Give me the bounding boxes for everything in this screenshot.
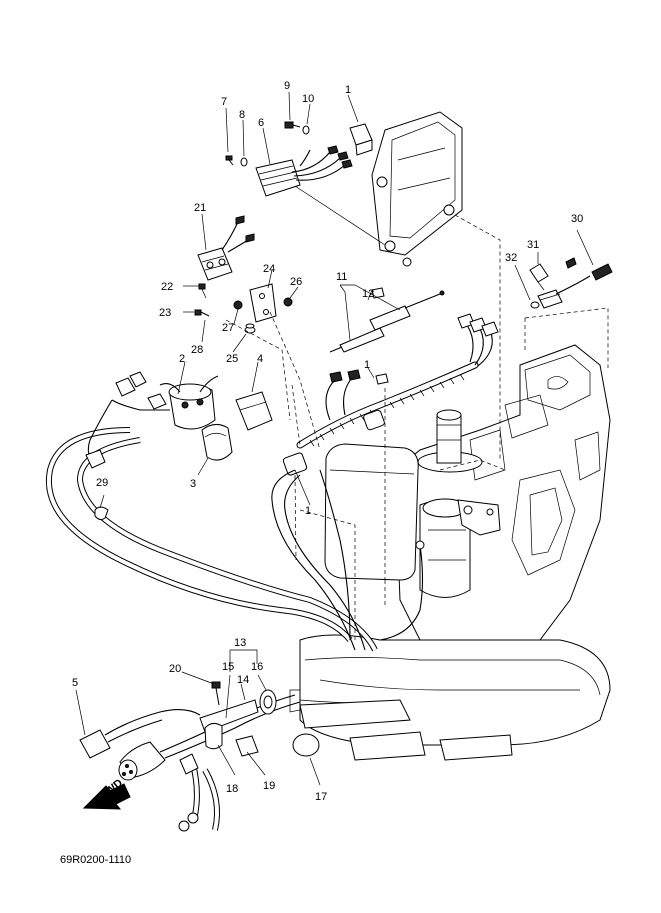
- part-label-5: 5: [72, 677, 78, 689]
- part-label-9: 9: [284, 80, 290, 92]
- part-label-22: 22: [161, 281, 173, 293]
- part-label-17: 17: [315, 791, 327, 803]
- part-label-1: 1: [345, 84, 351, 96]
- part-label-32: 32: [505, 252, 517, 264]
- engine-block: [394, 344, 611, 656]
- part-label-18: 18: [226, 783, 238, 795]
- part-label-20: 20: [169, 663, 181, 675]
- diagram-code: 69R0200-1110: [60, 854, 131, 866]
- rectifier-regulator-group: [225, 121, 373, 197]
- part-label-1: 1: [364, 359, 370, 371]
- part-label-12: 12: [362, 288, 374, 300]
- wire-harness: [282, 287, 499, 476]
- cdi-unit: [324, 443, 419, 581]
- part-label-3: 3: [190, 478, 196, 490]
- part-label-30: 30: [571, 213, 583, 225]
- part-label-16: 16: [251, 661, 263, 673]
- leader-lines: [75, 91, 609, 786]
- lower-harness-group: [79, 681, 320, 832]
- part-label-28: 28: [191, 344, 203, 356]
- part-label-11: 11: [336, 271, 347, 283]
- mounting-bracket: [371, 111, 463, 267]
- part-label-25: 25: [226, 353, 238, 365]
- part-label-10: 10: [302, 93, 314, 105]
- part-label-27: 27: [222, 322, 234, 334]
- part-label-14: 14: [237, 674, 249, 686]
- lower-cowling: [289, 634, 611, 761]
- battery-cables: [45, 399, 425, 652]
- part-label-29: 29: [96, 477, 108, 489]
- part-label-15: 15: [222, 661, 234, 673]
- relay-group: [194, 215, 293, 334]
- part-label-6: 6: [258, 117, 264, 129]
- forward-arrow-icon: FWD: [82, 777, 131, 810]
- part-label-24: 24: [263, 263, 275, 275]
- part-labels: 1 1 1 2 3 4 5 6 7 8 9 10 11 12 13 14 15 …: [72, 80, 583, 803]
- sensor-group: [529, 257, 613, 309]
- part-label-31: 31: [527, 239, 539, 251]
- part-label-23: 23: [159, 307, 171, 319]
- part-label-19: 19: [263, 780, 275, 792]
- part-label-8: 8: [239, 109, 245, 121]
- part-label-26: 26: [290, 276, 302, 288]
- starter-relay-group: [111, 371, 273, 461]
- part-label-21: 21: [194, 202, 206, 214]
- part-label-13: 13: [234, 637, 246, 649]
- part-label-4: 4: [257, 353, 263, 365]
- part-label-7: 7: [221, 96, 227, 108]
- clip-29: [94, 506, 109, 521]
- part-label-2: 2: [179, 353, 185, 365]
- part-label-1: 1: [305, 505, 311, 517]
